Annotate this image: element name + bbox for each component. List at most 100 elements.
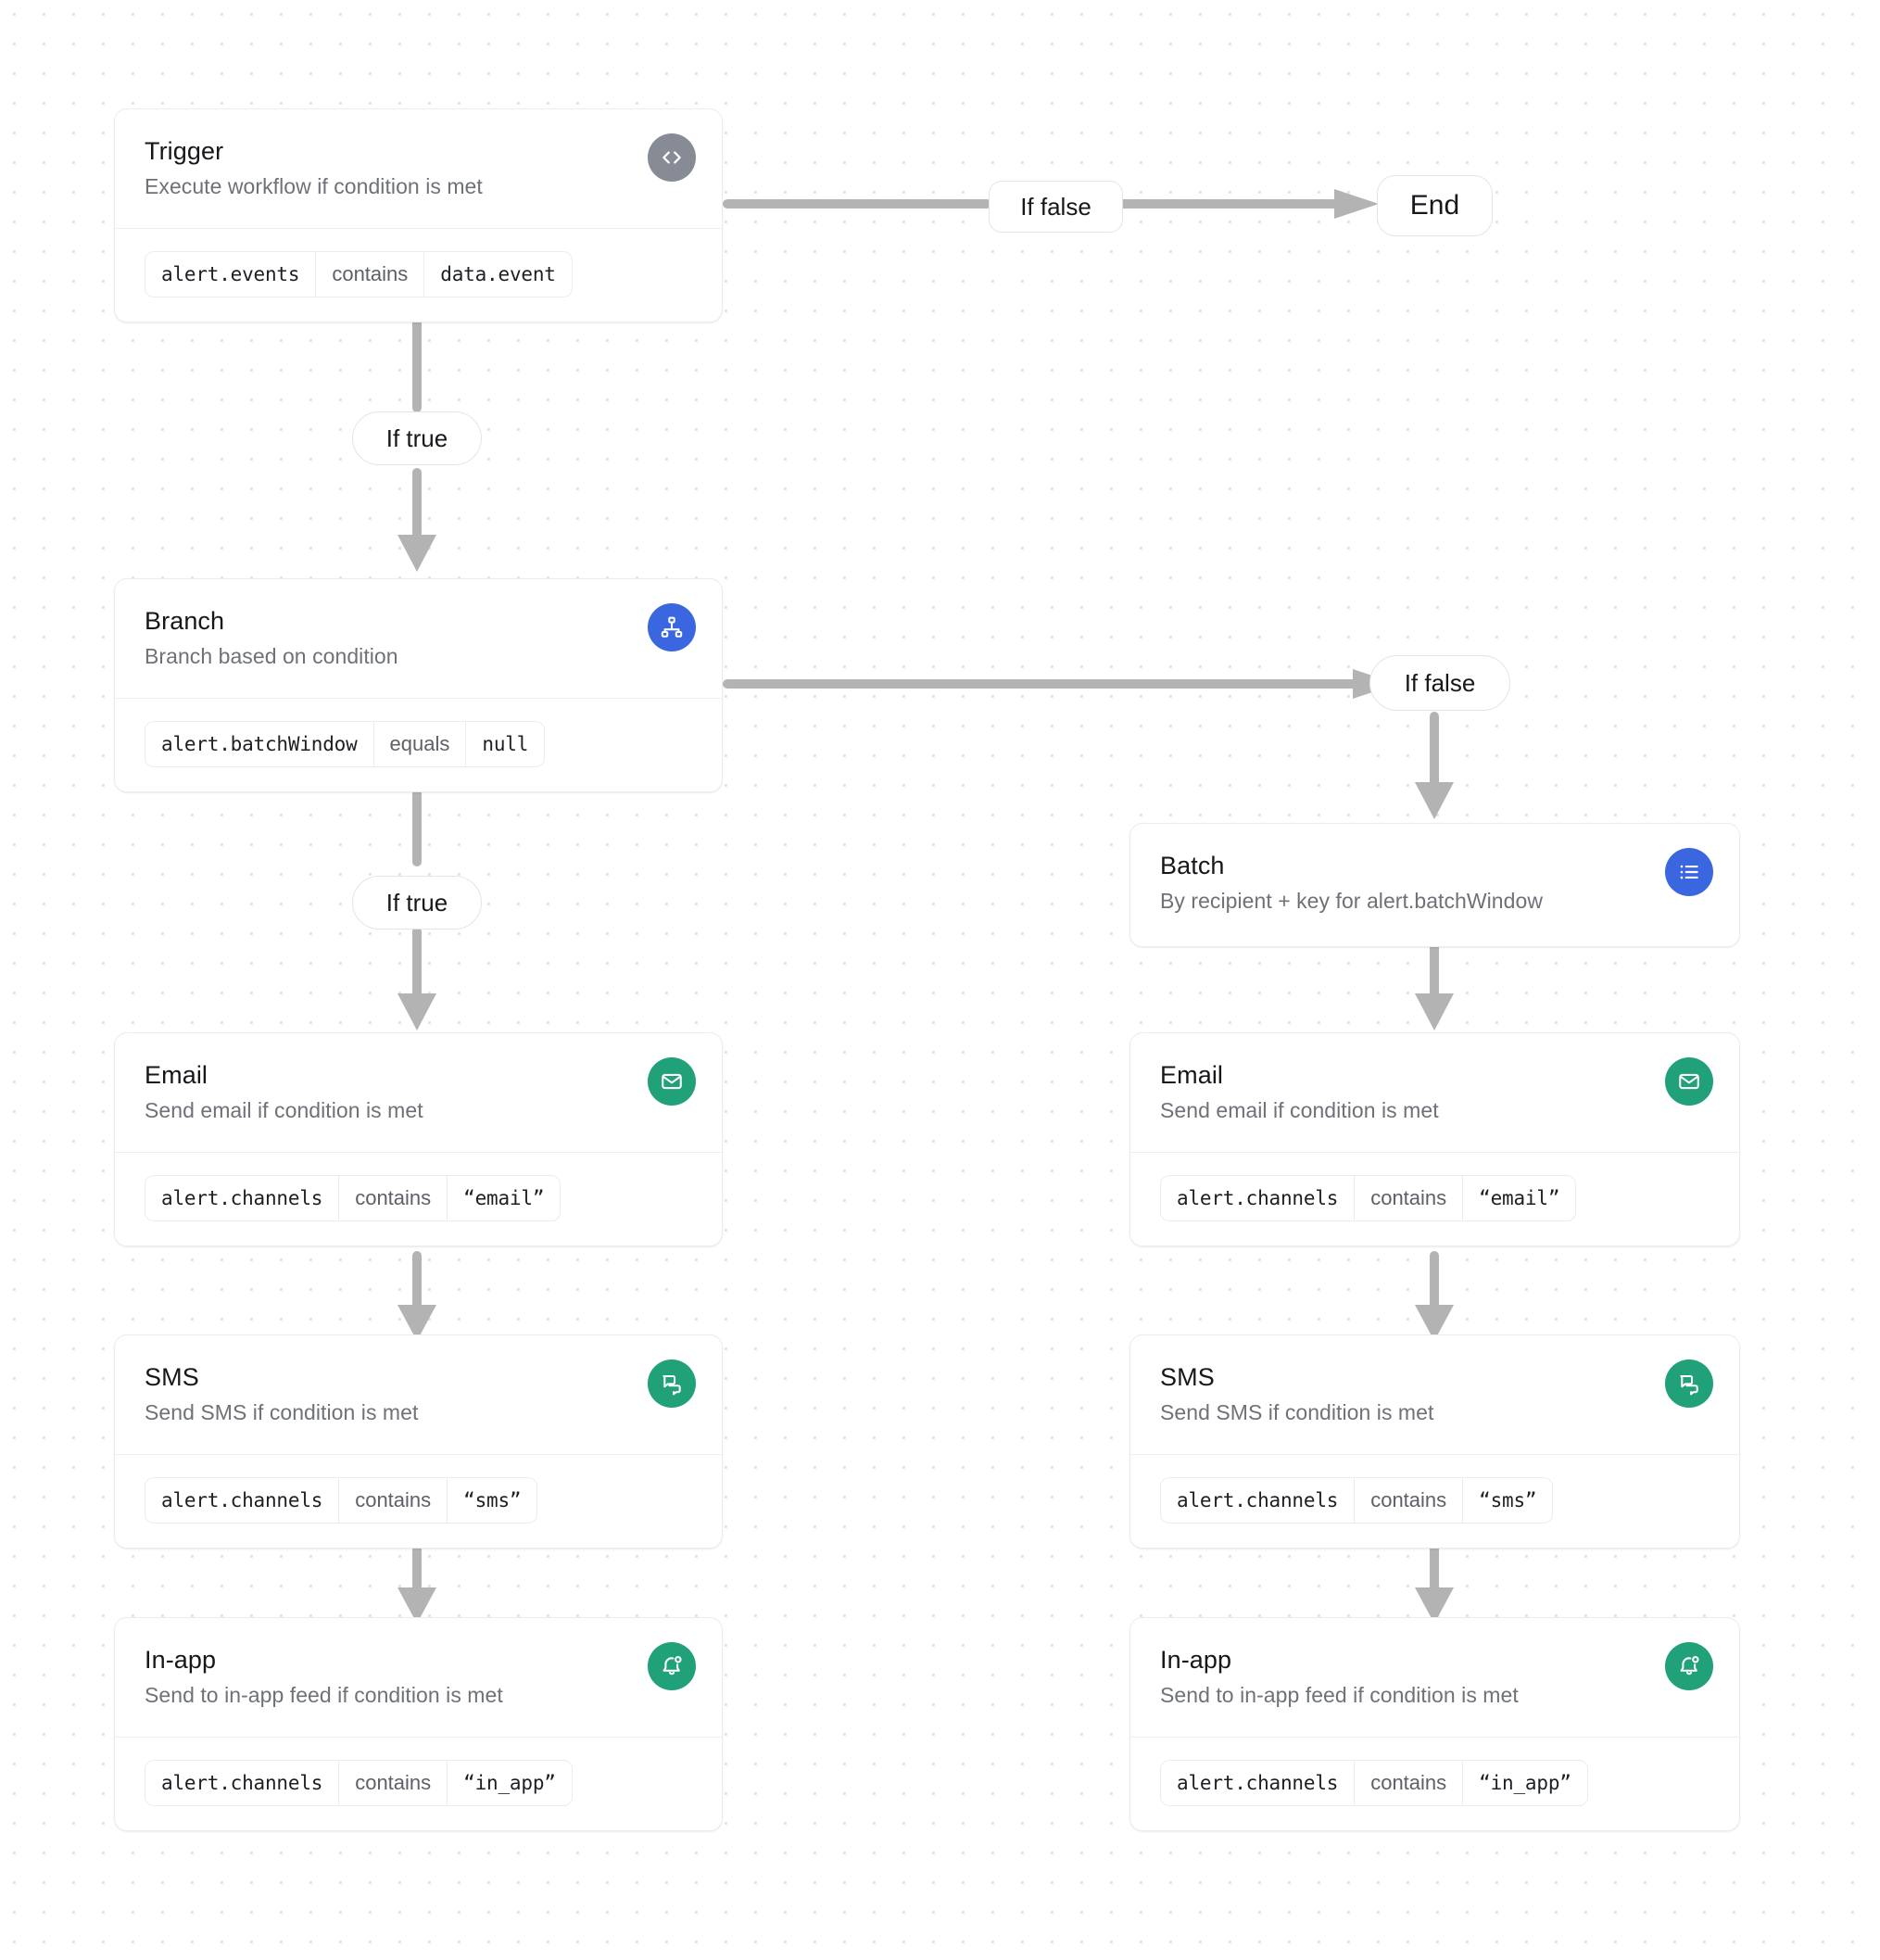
pill-end[interactable]: End [1377, 175, 1493, 236]
node-batch-title: Batch [1160, 852, 1225, 879]
node-sms-right-subtitle: Send SMS if condition is met [1160, 1400, 1434, 1424]
pill-branch-if-true[interactable]: If true [352, 876, 482, 929]
condition-chip[interactable]: alert.events contains data.event [145, 251, 573, 297]
edge-branch-false-arrow [723, 665, 1408, 702]
node-sms-right-title: SMS [1160, 1363, 1215, 1391]
condition-chip[interactable]: alert.batchWindow equals null [145, 721, 546, 767]
condition-value: data.event [440, 263, 556, 285]
edge-email-to-sms-right [1407, 1251, 1462, 1344]
node-batch[interactable]: Batch By recipient + key for alert.batch… [1129, 823, 1740, 947]
node-trigger-title: Trigger [145, 137, 224, 165]
node-sms-left-condition-row: alert.channels contains “sms” [115, 1454, 722, 1548]
node-branch[interactable]: Branch Branch based on condition alert.b… [114, 578, 723, 792]
condition-field: alert.channels [1177, 1772, 1339, 1794]
node-inapp-left[interactable]: In-app Send to in-app feed if condition … [114, 1617, 723, 1831]
condition-field: alert.channels [161, 1187, 323, 1209]
condition-operator: equals [372, 722, 467, 766]
bell-dot-icon [648, 1642, 696, 1690]
node-branch-subtitle: Branch based on condition [145, 644, 398, 668]
condition-value: “email” [1479, 1187, 1560, 1209]
node-batch-header: Batch By recipient + key for alert.batch… [1130, 824, 1739, 946]
envelope-icon [648, 1057, 696, 1106]
node-email-left[interactable]: Email Send email if condition is met ale… [114, 1032, 723, 1246]
node-inapp-right-subtitle: Send to in-app feed if condition is met [1160, 1683, 1519, 1707]
node-email-right[interactable]: Email Send email if condition is met ale… [1129, 1032, 1740, 1246]
node-trigger-subtitle: Execute workflow if condition is met [145, 174, 483, 198]
node-inapp-left-title: In-app [145, 1646, 217, 1674]
condition-chip[interactable]: alert.channels contains “email” [1160, 1175, 1577, 1221]
condition-operator: contains [338, 1176, 448, 1220]
node-email-right-condition-row: alert.channels contains “email” [1130, 1152, 1739, 1246]
node-email-right-subtitle: Send email if condition is met [1160, 1098, 1439, 1122]
node-sms-left-title: SMS [145, 1363, 199, 1391]
condition-operator: contains [1354, 1176, 1464, 1220]
condition-value: “email” [463, 1187, 545, 1209]
node-trigger-condition-row: alert.events contains data.event [115, 228, 722, 322]
node-inapp-right[interactable]: In-app Send to in-app feed if condition … [1129, 1617, 1740, 1831]
condition-chip[interactable]: alert.channels contains “sms” [1160, 1477, 1554, 1524]
condition-operator: contains [1354, 1761, 1464, 1805]
node-sms-right-condition-row: alert.channels contains “sms” [1130, 1454, 1739, 1548]
condition-value: “sms” [463, 1489, 522, 1511]
node-trigger[interactable]: Trigger Execute workflow if condition is… [114, 108, 723, 322]
condition-chip[interactable]: alert.channels contains “sms” [145, 1477, 538, 1524]
node-branch-condition-row: alert.batchWindow equals null [115, 698, 722, 791]
node-email-right-title: Email [1160, 1061, 1224, 1089]
edge-branch-to-iftrue-stub [408, 769, 426, 866]
pill-trigger-if-true[interactable]: If true [352, 411, 482, 465]
condition-value: “in_app” [463, 1772, 556, 1794]
node-inapp-right-condition-row: alert.channels contains “in_app” [1130, 1737, 1739, 1830]
node-inapp-left-condition-row: alert.channels contains “in_app” [115, 1737, 722, 1830]
edge-iftrue-to-email-arrow [389, 927, 445, 1033]
condition-operator: contains [338, 1478, 448, 1523]
node-sms-left-subtitle: Send SMS if condition is met [145, 1400, 419, 1424]
sitemap-icon [648, 603, 696, 651]
edge-branchfalse-to-batch-arrow [1407, 712, 1462, 823]
node-inapp-right-title: In-app [1160, 1646, 1232, 1674]
condition-chip[interactable]: alert.channels contains “email” [145, 1175, 561, 1221]
node-inapp-left-subtitle: Send to in-app feed if condition is met [145, 1683, 503, 1707]
condition-value: null [482, 733, 529, 755]
node-email-left-condition-row: alert.channels contains “email” [115, 1152, 722, 1246]
condition-chip[interactable]: alert.channels contains “in_app” [1160, 1760, 1588, 1806]
node-inapp-right-header: In-app Send to in-app feed if condition … [1130, 1618, 1739, 1737]
envelope-icon [1665, 1057, 1713, 1106]
node-sms-left[interactable]: SMS Send SMS if condition is met alert.c… [114, 1334, 723, 1549]
node-inapp-left-header: In-app Send to in-app feed if condition … [115, 1618, 722, 1737]
node-email-left-subtitle: Send email if condition is met [145, 1098, 423, 1122]
condition-operator: contains [315, 252, 425, 297]
condition-chip[interactable]: alert.channels contains “in_app” [145, 1760, 573, 1806]
condition-operator: contains [338, 1761, 448, 1805]
node-trigger-header: Trigger Execute workflow if condition is… [115, 109, 722, 228]
node-batch-subtitle: By recipient + key for alert.batchWindow [1160, 889, 1543, 913]
condition-field: alert.channels [1177, 1489, 1339, 1511]
code-icon [648, 133, 696, 182]
chat-bubbles-icon [648, 1359, 696, 1408]
list-icon [1665, 848, 1713, 896]
condition-field: alert.channels [161, 1489, 323, 1511]
pill-trigger-if-false[interactable]: If false [989, 181, 1123, 233]
node-sms-left-header: SMS Send SMS if condition is met [115, 1335, 722, 1454]
pill-branch-if-false[interactable]: If false [1369, 655, 1510, 711]
edge-iftrue-to-branch-arrow [389, 468, 445, 575]
node-branch-title: Branch [145, 607, 225, 635]
edge-sms-to-inapp-right [1407, 1534, 1462, 1626]
chat-bubbles-icon [1665, 1359, 1713, 1408]
edge-trigger-false-stub [723, 195, 991, 213]
condition-field: alert.events [161, 263, 300, 285]
node-sms-right-header: SMS Send SMS if condition is met [1130, 1335, 1739, 1454]
edge-sms-to-inapp-left [389, 1534, 445, 1626]
condition-value: “sms” [1479, 1489, 1537, 1511]
condition-value: “in_app” [1479, 1772, 1571, 1794]
condition-field: alert.channels [1177, 1187, 1339, 1209]
node-email-left-title: Email [145, 1061, 208, 1089]
condition-field: alert.batchWindow [161, 733, 358, 755]
condition-operator: contains [1354, 1478, 1464, 1523]
node-email-left-header: Email Send email if condition is met [115, 1033, 722, 1152]
node-email-right-header: Email Send email if condition is met [1130, 1033, 1739, 1152]
bell-dot-icon [1665, 1642, 1713, 1690]
node-sms-right[interactable]: SMS Send SMS if condition is met alert.c… [1129, 1334, 1740, 1549]
edge-trigger-to-iftrue-stub [408, 306, 426, 412]
condition-field: alert.channels [161, 1772, 323, 1794]
